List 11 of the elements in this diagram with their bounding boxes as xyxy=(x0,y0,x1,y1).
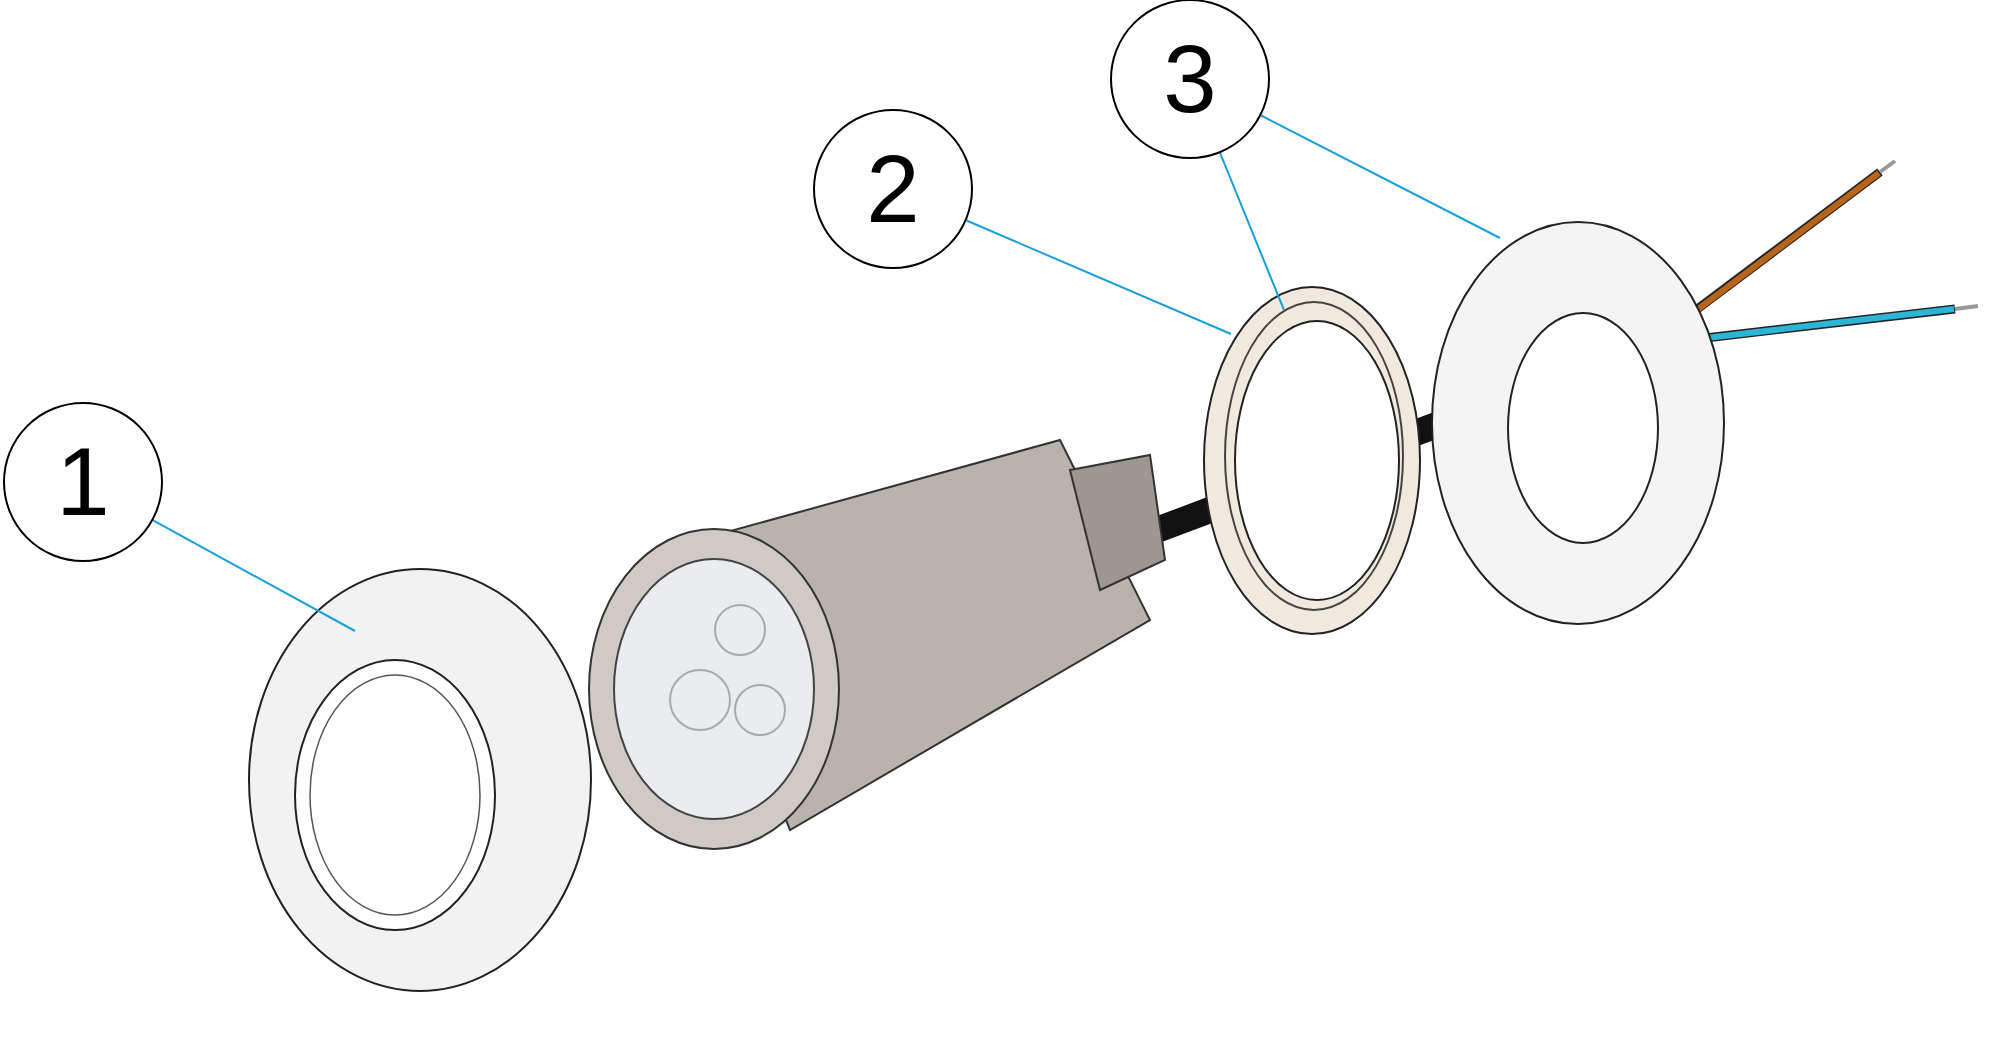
callout-number: 2 xyxy=(866,141,920,237)
callout-number: 1 xyxy=(56,434,110,530)
gasket-drawing xyxy=(1200,283,1424,638)
seal-ring xyxy=(1224,300,1404,611)
callout-number: 3 xyxy=(1163,31,1217,127)
trim-ring-drawing xyxy=(245,565,595,995)
leader-line xyxy=(965,219,1232,335)
leader-line xyxy=(152,519,356,632)
flange-drawing xyxy=(1428,218,1728,628)
leader-line xyxy=(1260,114,1501,239)
leader-line xyxy=(1219,152,1285,311)
